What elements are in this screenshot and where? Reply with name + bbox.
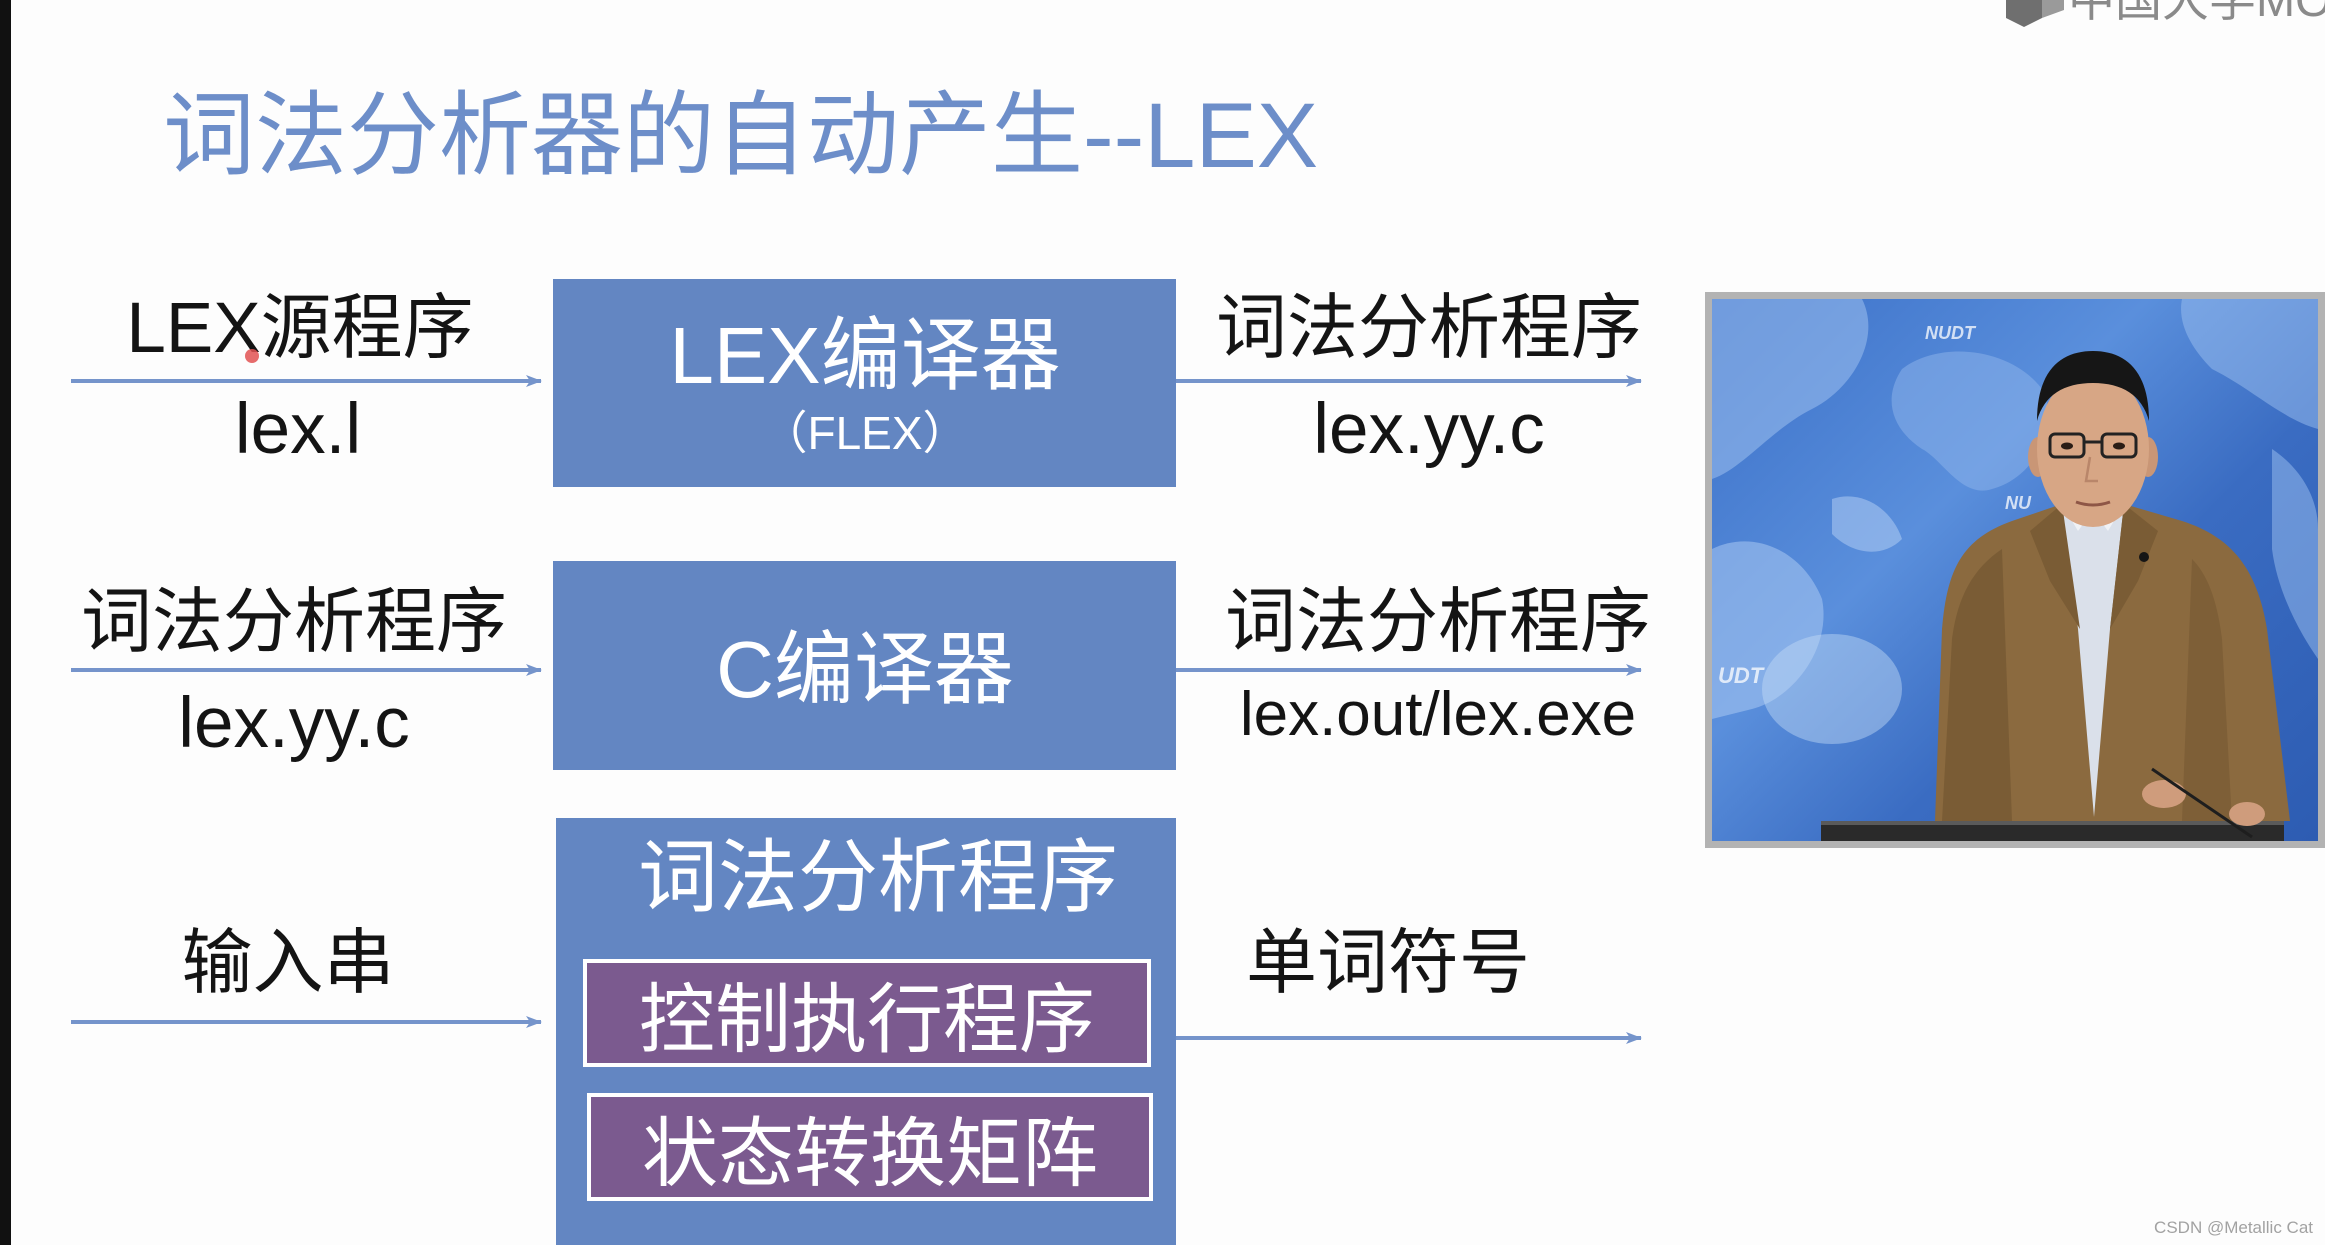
row2-output-file: lex.out/lex.exe	[1188, 678, 1688, 752]
presenter-scene	[1712, 299, 2318, 841]
row2-input-label: 词法分析程序	[44, 580, 544, 666]
laser-pointer-dot	[245, 349, 259, 363]
row1-output-label: 词法分析程序	[1179, 286, 1679, 372]
row3-input-label: 输入串	[38, 921, 538, 1007]
row1-output-file: lex.yy.c	[1179, 387, 1679, 473]
video-label-nu: NU	[2005, 493, 2031, 514]
row2-output-label: 词法分析程序	[1188, 580, 1688, 666]
control-program-box: 控制执行程序	[583, 959, 1151, 1067]
c-compiler-title: C编译器	[615, 622, 1115, 718]
state-matrix-box: 状态转换矩阵	[587, 1093, 1153, 1201]
lex-compiler-subtitle: （FLEX）	[615, 405, 1115, 461]
row1-input-label: LEX源程序	[50, 286, 550, 372]
row2-input-file: lex.yy.c	[44, 681, 544, 767]
lex-compiler-title: LEX编译器	[615, 308, 1115, 404]
presenter-video: NUDT NU UDT	[1705, 292, 2325, 848]
row1-input-file: lex.l	[48, 387, 548, 473]
lexer-program-title: 词法分析程序	[628, 830, 1128, 926]
video-label-udt: UDT	[1718, 663, 1763, 689]
row3-output-label: 单词符号	[1138, 921, 1638, 1007]
csdn-watermark: CSDN @Metallic Cat	[2154, 1217, 2313, 1239]
video-label-nudt: NUDT	[1925, 323, 1975, 344]
